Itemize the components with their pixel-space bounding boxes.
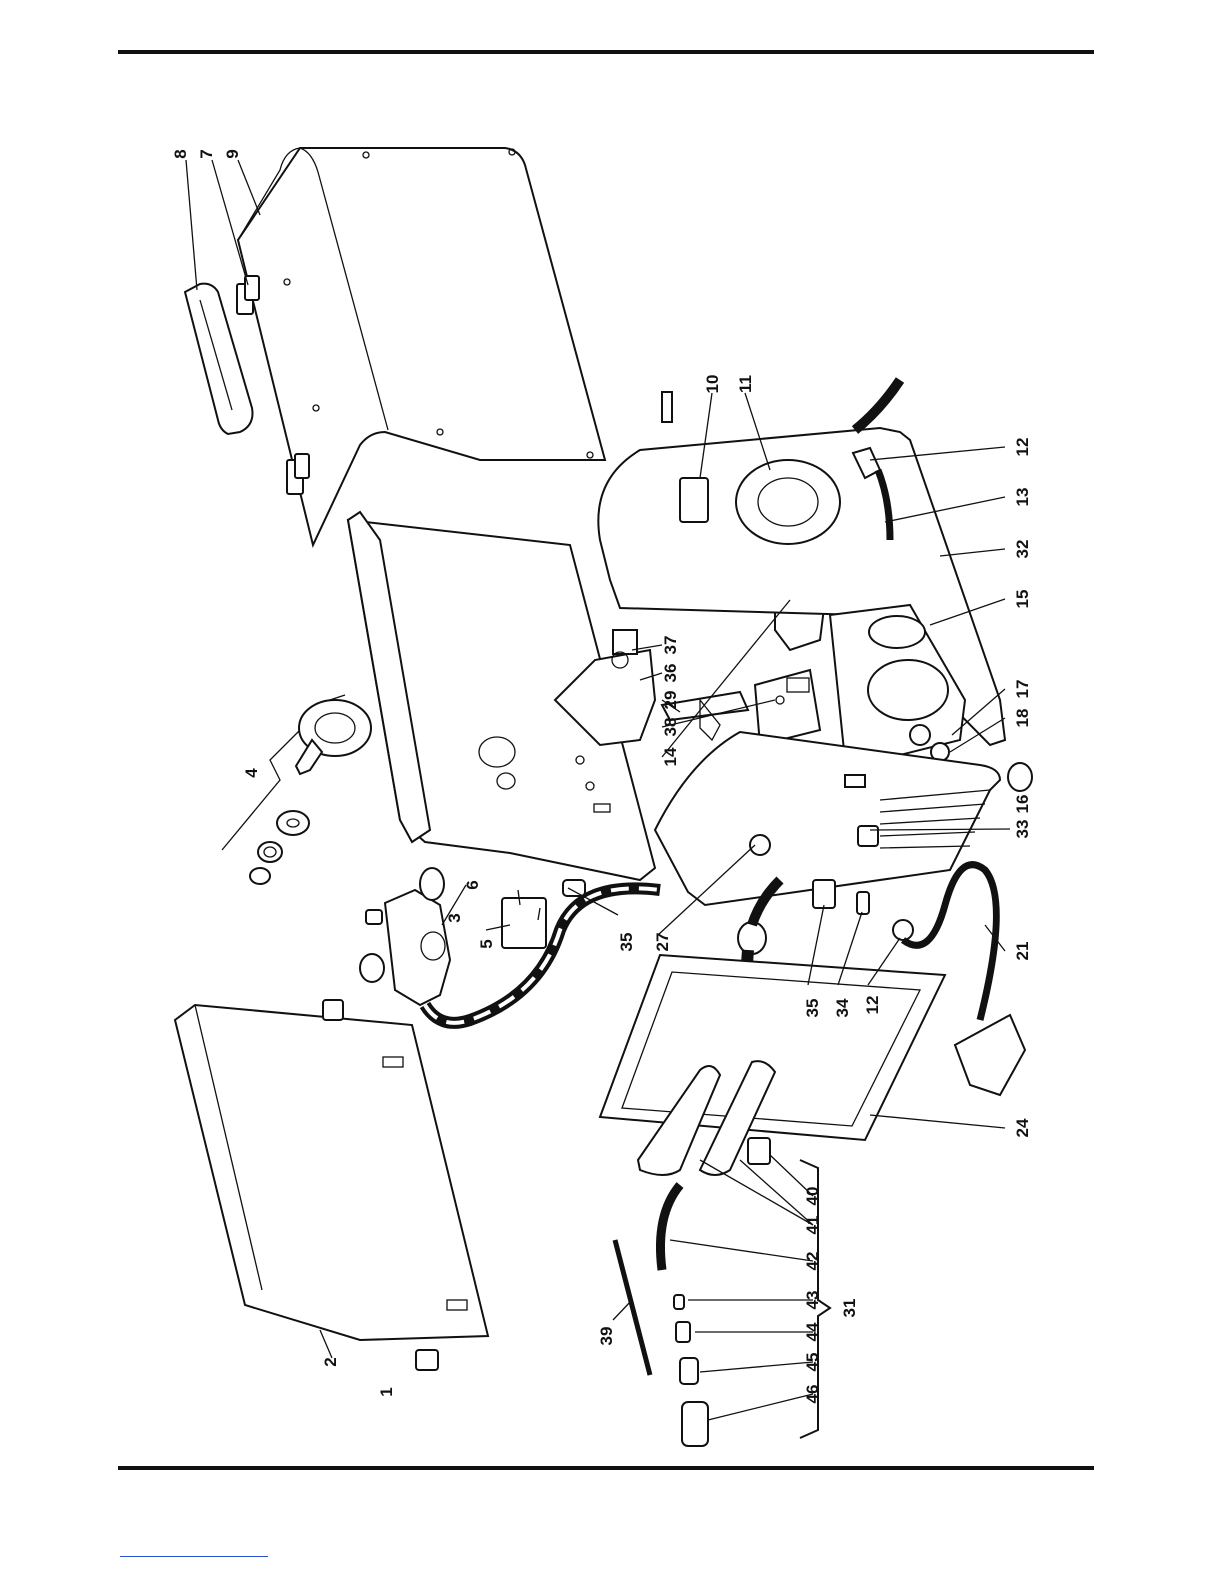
label-24: 24 <box>1013 1118 1032 1137</box>
label-plate-38 <box>755 670 820 745</box>
trigger-40 <box>748 1138 770 1164</box>
nozzle-46 <box>682 1402 708 1446</box>
wire-39 <box>615 1240 650 1375</box>
power-cord <box>855 380 900 430</box>
label-27: 27 <box>653 933 672 952</box>
screw <box>662 392 672 422</box>
label-29: 29 <box>661 691 680 710</box>
label-12a: 12 <box>1013 438 1032 457</box>
label-8: 8 <box>171 149 190 158</box>
swan-neck-42 <box>660 1185 680 1270</box>
label-18: 18 <box>1013 709 1032 728</box>
label-13: 13 <box>1013 488 1032 507</box>
side-panel-2 <box>175 1005 488 1340</box>
label-10: 10 <box>703 375 722 394</box>
face-shield-24 <box>600 955 945 1140</box>
switch-35 <box>813 880 835 908</box>
fuse-34 <box>857 892 869 914</box>
label-7: 7 <box>197 149 216 158</box>
label-1: 1 <box>377 1387 396 1396</box>
label-17: 17 <box>1013 680 1032 699</box>
earth-clamp <box>955 1015 1025 1095</box>
clip-1 <box>416 1350 438 1370</box>
label-34: 34 <box>833 998 852 1017</box>
gun-holder-3 <box>360 868 450 1005</box>
switch-33 <box>858 826 878 846</box>
label-35b: 35 <box>803 999 822 1018</box>
label-3: 3 <box>445 913 464 922</box>
label-31: 31 <box>840 1299 859 1318</box>
label-43: 43 <box>803 1291 822 1310</box>
label-39: 39 <box>597 1327 616 1346</box>
label-14: 14 <box>661 747 680 766</box>
label-21: 21 <box>1013 942 1032 961</box>
gland-12 <box>893 920 913 940</box>
fan-11 <box>736 460 840 544</box>
diode-17 <box>910 725 930 745</box>
label-46: 46 <box>803 1385 822 1404</box>
label-35a: 35 <box>617 933 636 952</box>
cable-gland <box>738 922 766 954</box>
label-2: 2 <box>321 1357 340 1366</box>
label-16: 16 <box>1013 795 1032 814</box>
label-9: 9 <box>223 149 242 158</box>
grommet-35 <box>563 880 585 896</box>
knob-assembly-4 <box>222 695 371 884</box>
label-44: 44 <box>803 1322 822 1341</box>
knob-27 <box>750 835 770 855</box>
tip-45 <box>680 1358 698 1384</box>
part-44 <box>676 1322 690 1342</box>
label-4: 4 <box>242 768 261 778</box>
label-15: 15 <box>1013 590 1032 609</box>
label-40: 40 <box>803 1187 822 1206</box>
thermostat-10 <box>680 478 708 522</box>
label-45: 45 <box>803 1353 822 1372</box>
label-38: 38 <box>661 718 680 737</box>
switch-5 <box>502 890 546 948</box>
label-41: 41 <box>803 1216 822 1235</box>
label-33: 33 <box>1013 820 1032 839</box>
label-36: 36 <box>661 664 680 683</box>
label-37: 37 <box>661 636 680 655</box>
label-6: 6 <box>463 880 482 889</box>
label-32: 32 <box>1013 540 1032 559</box>
clip-1-top <box>323 1000 343 1020</box>
label-5: 5 <box>477 939 496 948</box>
part-43 <box>674 1295 684 1309</box>
label-12b: 12 <box>863 996 882 1015</box>
foot-16 <box>1008 763 1032 791</box>
label-11: 11 <box>736 375 755 393</box>
label-42: 42 <box>803 1252 822 1271</box>
